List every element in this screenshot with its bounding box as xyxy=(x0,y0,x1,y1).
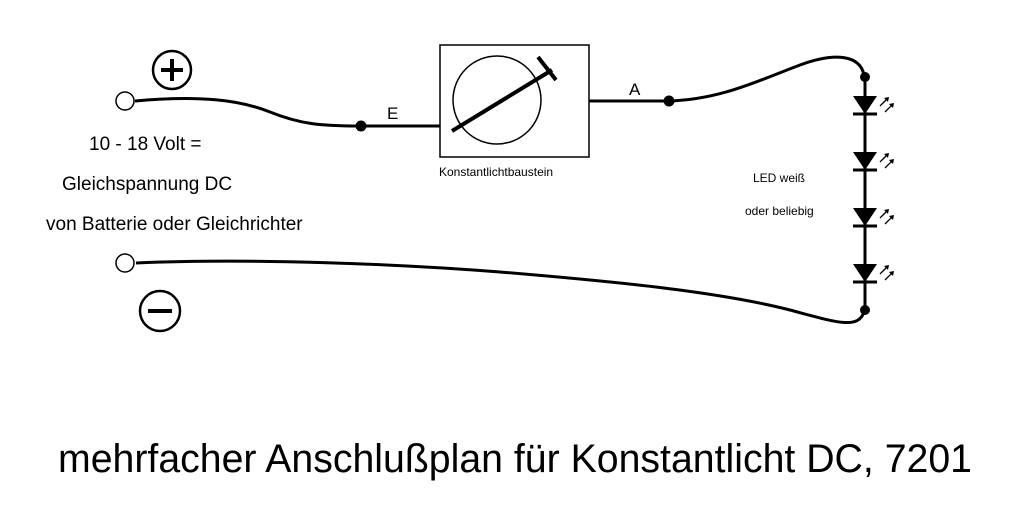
output-terminal-label: A xyxy=(629,80,641,99)
supply-source-label: von Batterie oder Gleichrichter xyxy=(46,214,303,235)
led-diode-icon xyxy=(853,208,894,228)
led-diode-icon xyxy=(853,96,894,116)
junction-e xyxy=(355,120,367,132)
minus-icon xyxy=(138,289,182,333)
positive-terminal xyxy=(115,91,135,111)
supply-voltage-label: 10 - 18 Volt = xyxy=(89,134,202,155)
led-chain xyxy=(853,77,894,310)
led-label-secondary: oder beliebig xyxy=(745,204,814,218)
negative-wire xyxy=(135,259,866,325)
output-wire xyxy=(589,55,866,103)
negative-terminal xyxy=(115,253,135,273)
led-label: LED weiß xyxy=(753,171,805,185)
input-terminal-label: E xyxy=(387,104,398,123)
led-diode-icon xyxy=(853,152,894,172)
led-diode-icon xyxy=(853,264,894,284)
supply-type-label: Gleichspannung DC xyxy=(62,174,232,195)
constant-light-module xyxy=(439,44,590,158)
positive-wire xyxy=(134,97,440,128)
plus-icon xyxy=(151,49,193,91)
module-label: Konstantlichtbaustein xyxy=(439,165,553,179)
diagram-title: mehrfacher Anschlußplan für Konstantlich… xyxy=(58,437,972,481)
junction-a xyxy=(663,95,675,107)
